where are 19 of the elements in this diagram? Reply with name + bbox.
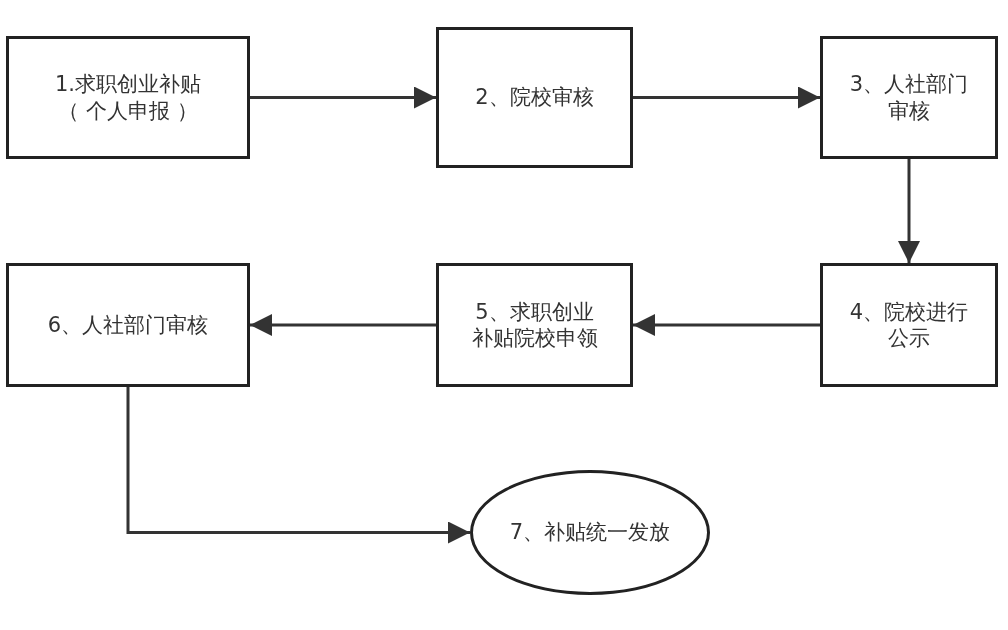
step-label: 5、求职创业补贴院校申领 <box>470 298 599 352</box>
process-box <box>436 27 633 168</box>
step-label: 6、人社部门审核 <box>47 311 209 339</box>
process-box <box>436 263 633 387</box>
step-label: 2、院校审核 <box>475 84 594 111</box>
step-label: 4、院校进行公示 <box>849 298 969 352</box>
step-label: 1.求职创业补贴（ 个人申报 ） <box>53 71 202 124</box>
arrow <box>633 86 820 109</box>
process-box <box>6 263 250 387</box>
arrow <box>633 314 820 336</box>
process-box <box>6 36 250 159</box>
arrow <box>250 86 436 109</box>
process-box <box>820 36 998 159</box>
step-label: 3、人社部门审核 <box>849 71 969 124</box>
process-box <box>820 263 998 387</box>
arrow <box>250 314 436 336</box>
arrow <box>898 159 920 263</box>
step-label: 7、补贴统一发放 <box>509 519 671 546</box>
arrow <box>126 387 470 544</box>
